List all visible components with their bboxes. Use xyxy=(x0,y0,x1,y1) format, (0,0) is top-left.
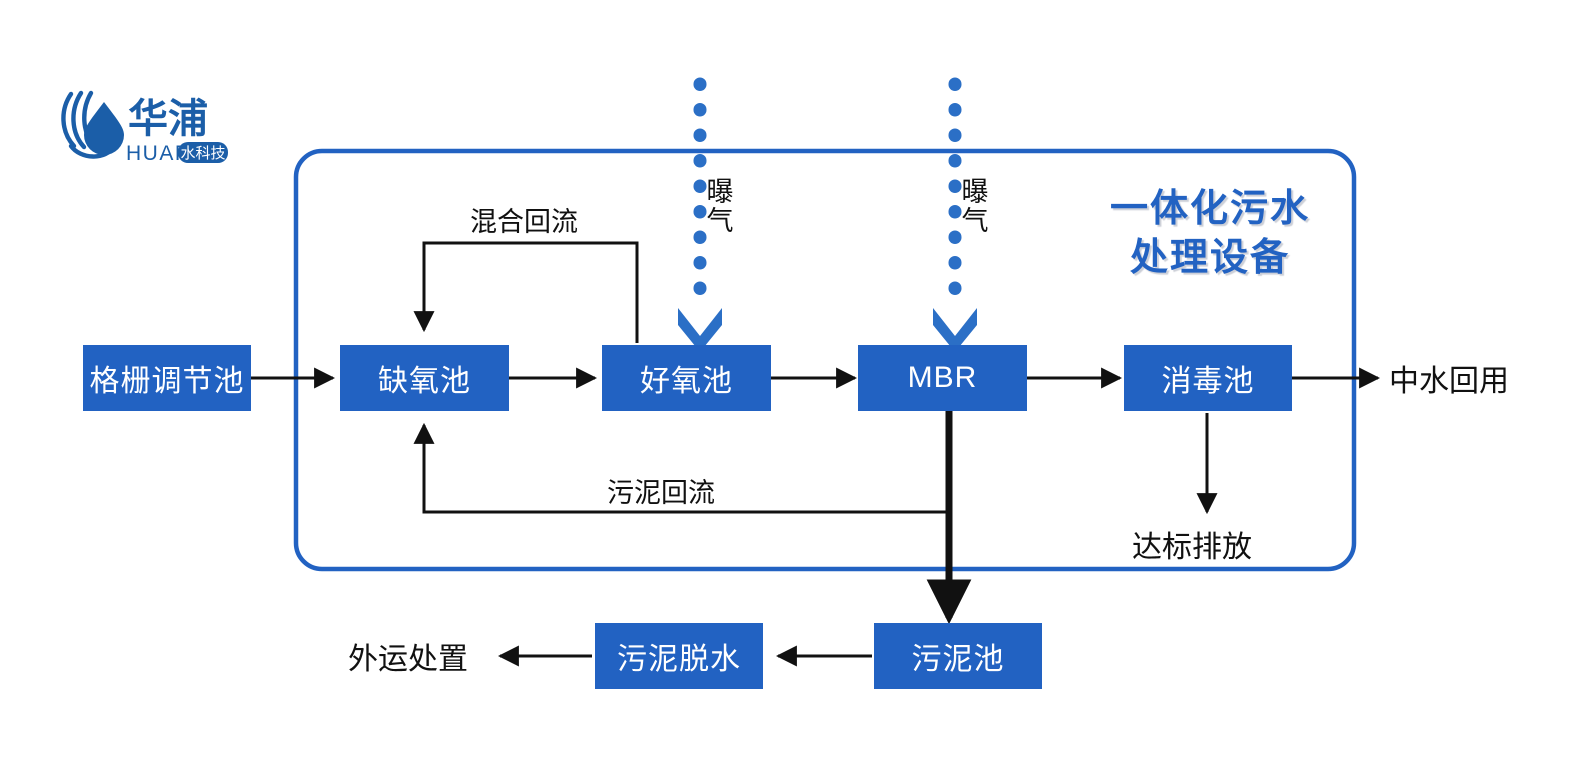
label-sludge-return: 污泥回流 xyxy=(607,478,715,508)
label-mixed-return: 混合回流 xyxy=(470,207,578,237)
label-standard-discharge: 达标排放 xyxy=(1132,531,1252,564)
label-reclaimed-water: 中水回用 xyxy=(1389,365,1509,398)
aeration-line-2 xyxy=(933,77,977,352)
process-box-grid-tank-label: 格栅调节池 xyxy=(89,365,245,398)
process-box-aerobic-tank-label: 好氧池 xyxy=(640,365,733,398)
equipment-title-line2: 处理设备 xyxy=(1129,236,1290,279)
huapu-logo: 华浦 HUAPU 水科技 xyxy=(58,80,228,172)
integrated-equipment-container xyxy=(293,148,1357,572)
label-aeration-2: 曝气 xyxy=(961,177,989,237)
process-box-disinfection-tank[interactable]: 消毒池 xyxy=(1124,345,1292,411)
logo-artwork: 华浦 HUAPU 水科技 xyxy=(61,90,228,165)
logo-chinese-text: 华浦 xyxy=(128,97,208,141)
process-box-sludge-tank[interactable]: 污泥池 xyxy=(874,623,1042,689)
equipment-title: 一体化污水 处理设备 xyxy=(1090,185,1330,282)
process-box-anoxic-tank-label: 缺氧池 xyxy=(378,365,471,398)
logo-tagline-pill xyxy=(178,142,228,163)
process-box-aerobic-tank[interactable]: 好氧池 xyxy=(602,345,771,411)
process-box-sludge-tank-label: 污泥池 xyxy=(911,643,1005,676)
process-box-anoxic-tank[interactable]: 缺氧池 xyxy=(340,345,509,411)
process-box-mbr-tank[interactable]: MBR xyxy=(858,345,1027,411)
process-box-sludge-dewater[interactable]: 污泥脱水 xyxy=(595,623,763,689)
process-box-disinfection-tank-label: 消毒池 xyxy=(1161,365,1255,398)
logo-tagline-text: 水科技 xyxy=(180,145,225,162)
aeration-line-1 xyxy=(678,77,722,352)
process-box-sludge-dewater-label: 污泥脱水 xyxy=(617,643,741,676)
label-external-disposal: 外运处置 xyxy=(348,643,468,676)
label-aeration-1: 曝气 xyxy=(706,177,734,237)
process-box-grid-tank[interactable]: 格栅调节池 xyxy=(83,345,251,411)
path-mixed-return xyxy=(413,241,639,343)
process-box-mbr-tank-label: MBR xyxy=(907,361,978,394)
equipment-title-line1: 一体化污水 xyxy=(1109,188,1310,230)
